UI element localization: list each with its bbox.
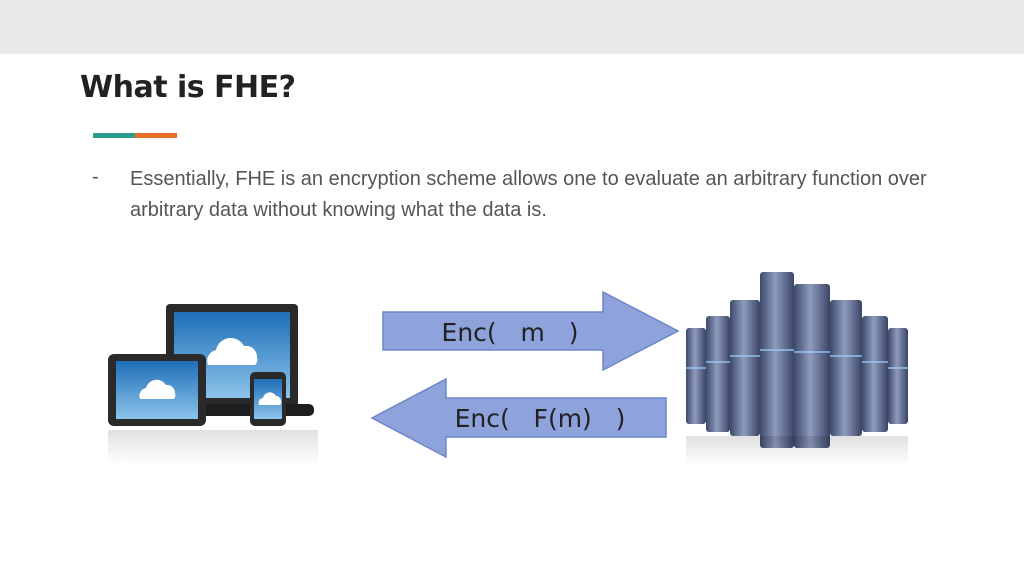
server-tower <box>888 328 908 424</box>
server-tower <box>794 284 830 448</box>
header-band <box>0 0 1024 54</box>
server-tower <box>706 316 730 432</box>
server-rack-icon <box>686 272 908 466</box>
slide-title: What is FHE? <box>80 70 296 105</box>
cloud-icon <box>207 337 258 365</box>
bullet-marker: - <box>92 166 99 188</box>
server-tower <box>862 316 888 432</box>
accent-segment-teal <box>93 133 135 138</box>
server-reflection <box>686 436 908 466</box>
arrow-left-shape <box>370 377 667 459</box>
accent-segment-orange <box>135 133 177 138</box>
arrow-right-label: Enc( m ) <box>442 318 579 347</box>
server-tower-main <box>760 272 794 448</box>
arrow-right-shape <box>382 290 680 372</box>
devices-icon <box>108 304 318 466</box>
server-tower <box>686 328 706 424</box>
server-tower <box>830 300 862 436</box>
server-tower <box>730 300 760 436</box>
cloud-icon <box>139 379 176 399</box>
arrow-to-client: Enc( F(m) ) <box>370 377 667 459</box>
arrow-to-server: Enc( m ) <box>382 290 680 372</box>
bullet-text: Essentially, FHE is an encryption scheme… <box>130 168 927 221</box>
title-accent-bar <box>93 133 177 138</box>
devices-reflection <box>108 430 318 466</box>
server-led-lines <box>686 349 908 369</box>
arrow-left-label: Enc( F(m) ) <box>455 404 626 433</box>
cloud-icon <box>258 392 282 405</box>
